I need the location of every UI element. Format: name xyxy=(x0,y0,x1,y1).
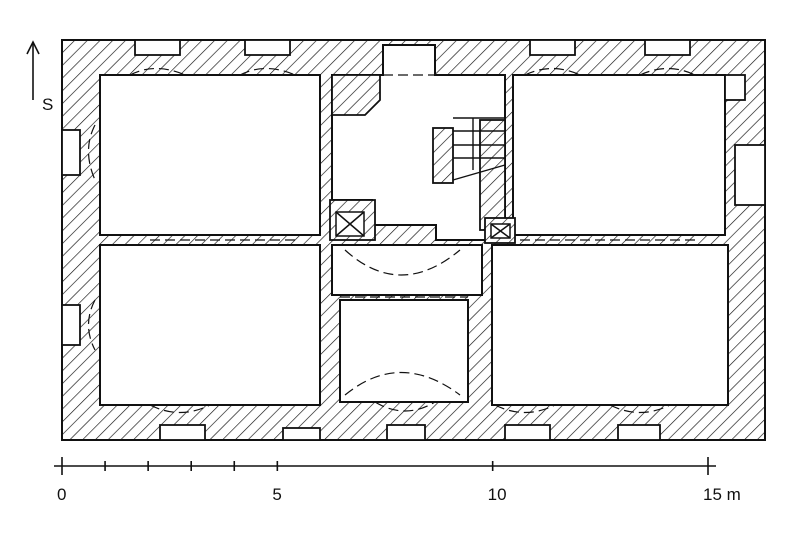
scale-label: 5 xyxy=(272,485,281,504)
scale-label: 15 m xyxy=(703,485,741,504)
room-center-bottom xyxy=(339,299,469,403)
scale-label: 10 xyxy=(488,485,507,504)
room-bottom-left xyxy=(99,244,321,406)
corridor xyxy=(331,244,483,296)
room-top-left xyxy=(99,74,321,236)
orientation-arrow-icon xyxy=(26,40,40,100)
scale-bar xyxy=(54,457,716,475)
room-top-right xyxy=(512,74,726,236)
windows xyxy=(61,39,766,441)
stair-side-wall xyxy=(479,119,506,231)
fireplace-corner xyxy=(331,74,381,116)
stair-wall xyxy=(432,127,454,184)
scale-label: 0 xyxy=(57,485,66,504)
staircase xyxy=(452,117,506,181)
room-bottom-right xyxy=(491,244,729,406)
orientation-label: S xyxy=(42,95,53,114)
